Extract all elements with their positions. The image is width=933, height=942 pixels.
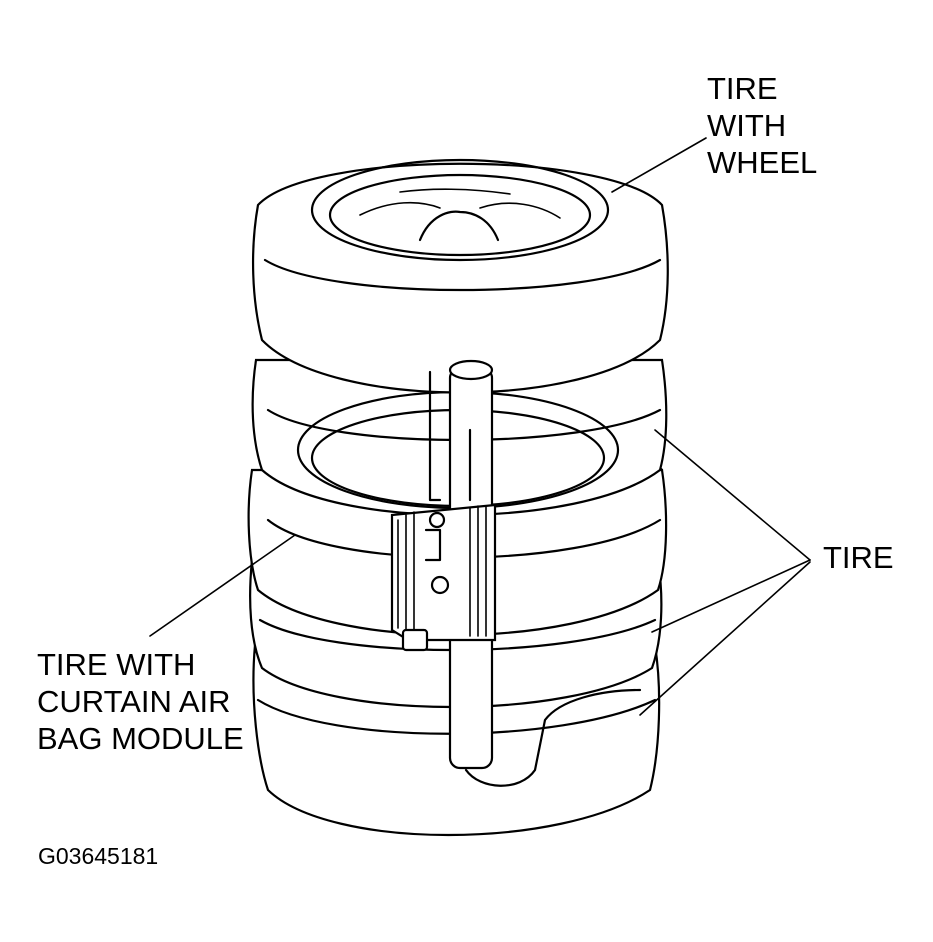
leader-tire-with-wheel [611,137,707,193]
leader-tire-1 [654,429,811,561]
leader-lines [149,137,811,716]
curtain-airbag-module [390,503,497,652]
leader-tire-3 [639,561,811,716]
label-tire-with-curtain-airbag: TIRE WITH CURTAIN AIR BAG MODULE [37,646,244,757]
label-line: CURTAIN AIR [37,684,231,719]
label-line: BAG MODULE [37,721,244,756]
leader-curtain-airbag [149,534,296,637]
label-line: TIRE [707,71,778,106]
tire-with-wheel [251,158,669,394]
label-line: WHEEL [707,145,818,180]
label-tire-with-wheel: TIRE WITH WHEEL [707,70,817,181]
figure-code: G03645181 [38,843,159,869]
leader-tire-2 [651,559,811,633]
label-line: TIRE WITH [37,647,196,682]
label-line: WITH [707,108,787,143]
label-tire: TIRE [823,540,894,575]
